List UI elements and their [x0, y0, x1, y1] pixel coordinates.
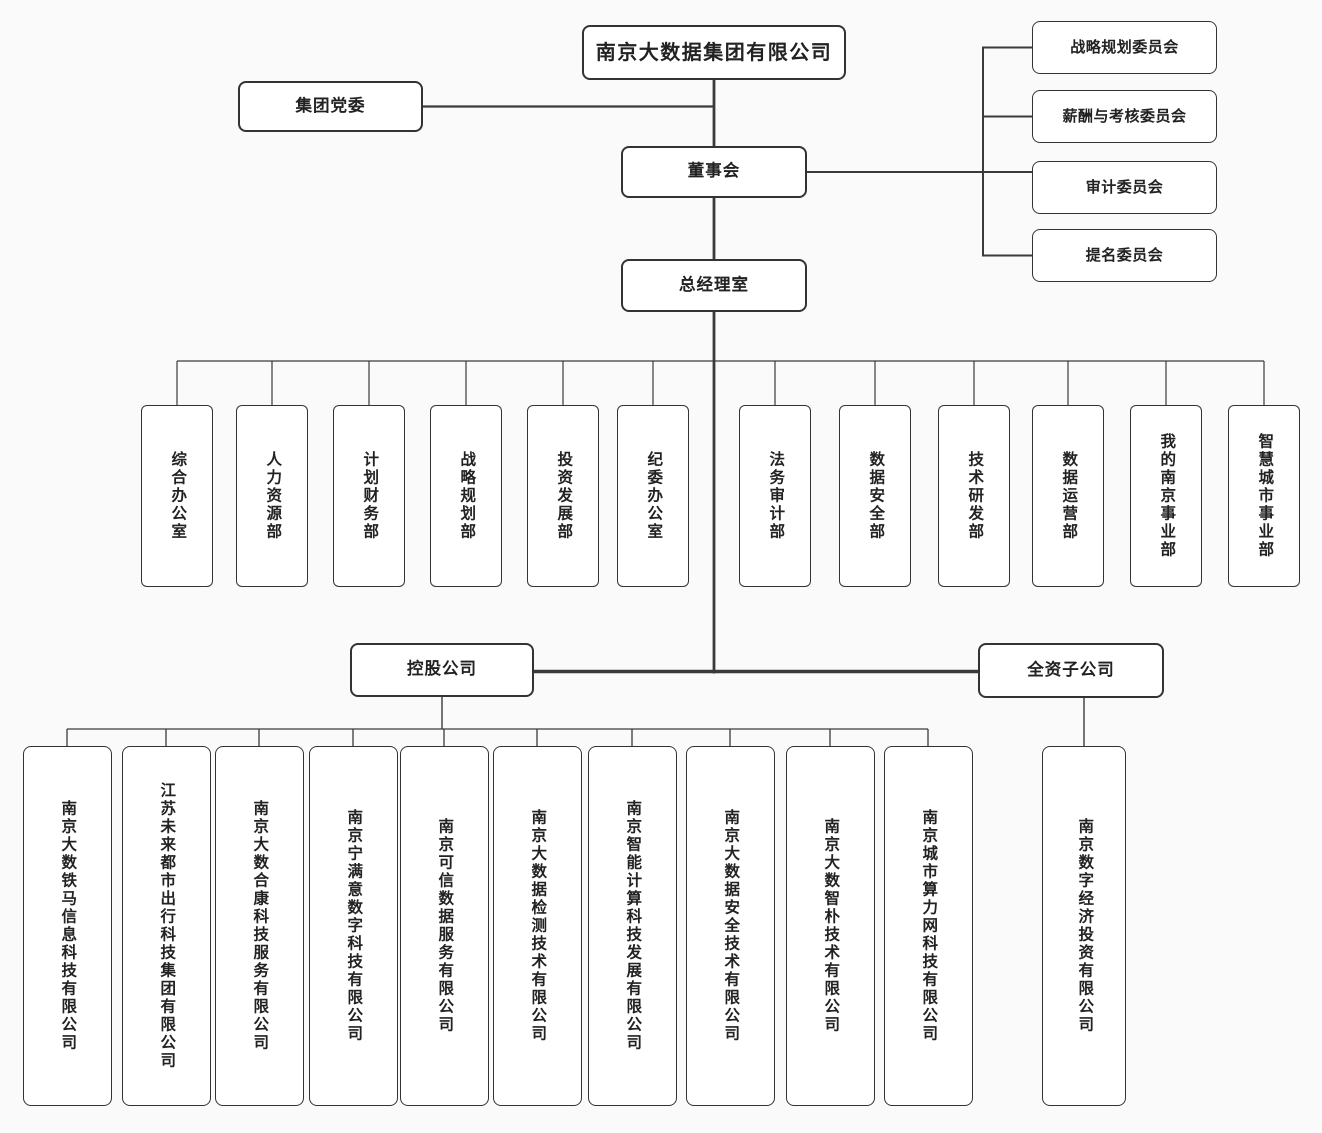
- node-group-company: 南京大数据集团有限公司: [582, 25, 846, 80]
- node-department: 投资发展部: [527, 405, 599, 587]
- node-holding-companies: 控股公司: [350, 643, 534, 697]
- node-department: 人力资源部: [236, 405, 308, 587]
- node-department: 数据安全部: [839, 405, 911, 587]
- node-department: 智慧城市事业部: [1228, 405, 1300, 587]
- node-group-party-committee: 集团党委: [238, 81, 423, 132]
- node-committee: 提名委员会: [1032, 229, 1217, 282]
- node-department: 数据运营部: [1032, 405, 1104, 587]
- node-wholly-owned-subsidiaries: 全资子公司: [978, 643, 1164, 698]
- node-department: 技术研发部: [938, 405, 1010, 587]
- node-holding-subsidiary: 南京可信数据服务有限公司: [399, 746, 489, 1106]
- node-holding-subsidiary: 南京城市算力网科技有限公司: [883, 746, 973, 1106]
- node-holding-subsidiary: 江苏未来都市出行科技集团有限公司: [121, 746, 211, 1106]
- node-department: 综合办公室: [141, 405, 213, 587]
- node-holding-subsidiary: 南京大数合康科技服务有限公司: [214, 746, 304, 1106]
- node-department: 我的南京事业部: [1130, 405, 1202, 587]
- node-general-manager-office: 总经理室: [621, 259, 807, 312]
- node-committee: 审计委员会: [1032, 161, 1217, 214]
- node-department: 法务审计部: [739, 405, 811, 587]
- node-wholly-owned-subsidiary: 南京数字经济投资有限公司: [1042, 746, 1126, 1106]
- node-holding-subsidiary: 南京宁满意数字科技有限公司: [308, 746, 398, 1106]
- node-department: 战略规划部: [430, 405, 502, 587]
- node-committee: 薪酬与考核委员会: [1032, 90, 1217, 143]
- node-holding-subsidiary: 南京智能计算科技发展有限公司: [587, 746, 677, 1106]
- node-board-of-directors: 董事会: [621, 146, 807, 198]
- node-holding-subsidiary: 南京大数据安全技术有限公司: [685, 746, 775, 1106]
- node-department: 纪委办公室: [617, 405, 689, 587]
- node-holding-subsidiary: 南京大数据检测技术有限公司: [492, 746, 582, 1106]
- node-committee: 战略规划委员会: [1032, 21, 1217, 74]
- node-holding-subsidiary: 南京大数智朴技术有限公司: [785, 746, 875, 1106]
- node-holding-subsidiary: 南京大数铁马信息科技有限公司: [22, 746, 112, 1106]
- node-department: 计划财务部: [333, 405, 405, 587]
